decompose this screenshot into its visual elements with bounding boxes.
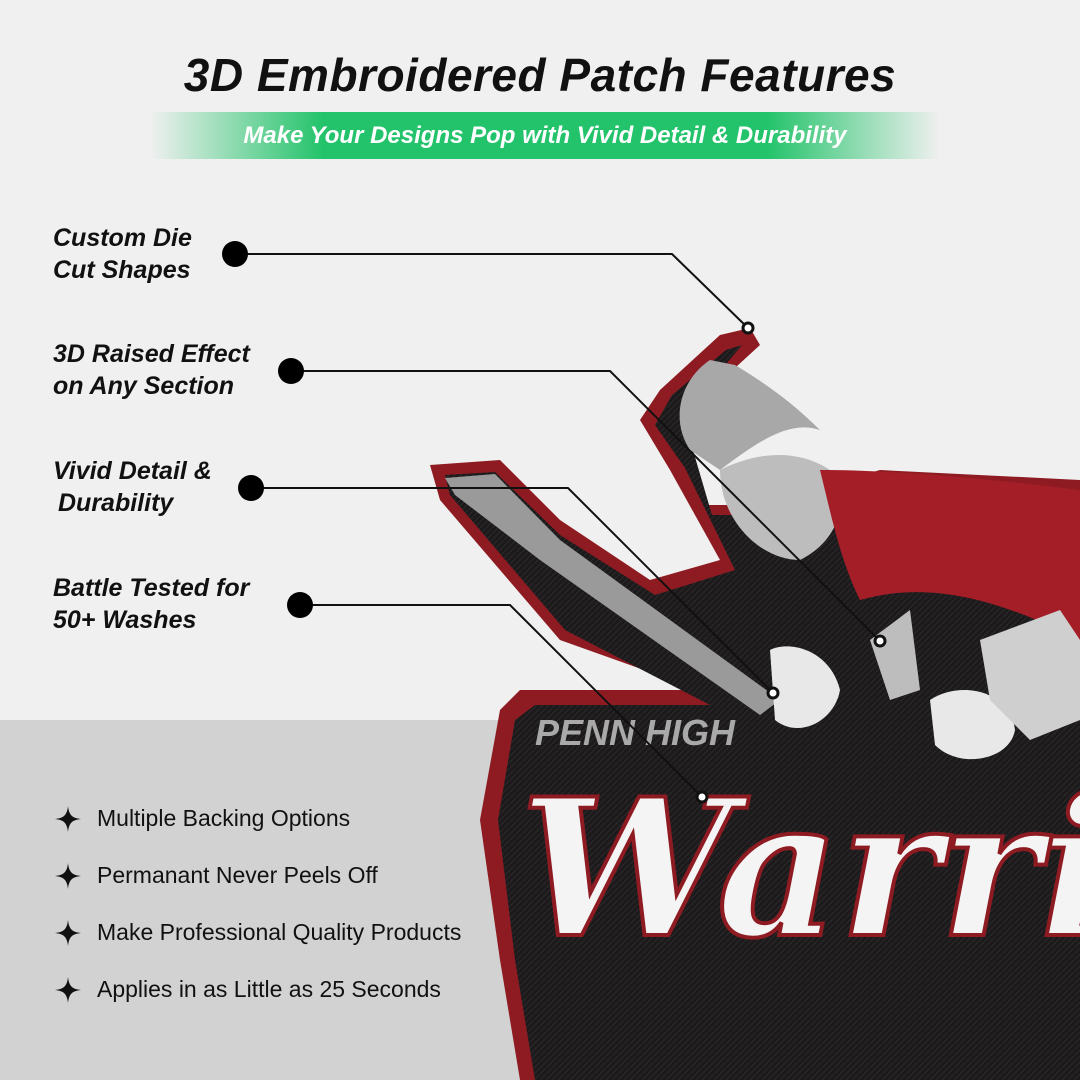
- feature-line: Cut Shapes: [53, 256, 191, 284]
- feature-line: on Any Section: [53, 372, 235, 400]
- list-item: Permanant Never Peels Off: [55, 847, 461, 904]
- list-item-text: Make Professional Quality Products: [97, 919, 462, 945]
- helmet-plume: [679, 360, 820, 470]
- subtitle-banner: [150, 112, 940, 159]
- benefit-list: Multiple Backing Options Permanant Never…: [55, 790, 461, 1018]
- page-subtitle: Make Your Designs Pop with Vivid Detail …: [243, 122, 847, 149]
- feature-dot-vivid-detail: [238, 475, 264, 501]
- shoulder-pad: [980, 610, 1080, 740]
- four-point-star-icon: [55, 862, 81, 889]
- feature-line: Durability: [58, 489, 174, 517]
- callout-line-raised: [291, 370, 881, 642]
- callout-end-die-cut: [741, 321, 755, 335]
- callout-line-detail: [251, 487, 774, 694]
- helmet: [720, 455, 840, 560]
- feature-vivid-detail: Vivid Detail & Durability: [53, 455, 212, 519]
- feature-line: Battle Tested for: [53, 574, 250, 602]
- feature-line: 3D Raised Effect: [53, 340, 250, 368]
- patch-top-text: PENN HIGH: [535, 712, 736, 753]
- list-item-text: Permanant Never Peels Off: [97, 862, 378, 888]
- feature-die-cut: Custom Die Cut Shapes: [53, 222, 192, 286]
- callout-line-die-cut: [235, 253, 749, 329]
- feature-line: 50+ Washes: [53, 606, 197, 634]
- four-point-star-icon: [55, 976, 81, 1003]
- list-item-text: Multiple Backing Options: [97, 805, 351, 831]
- feature-raised-effect: 3D Raised Effect on Any Section: [53, 338, 250, 402]
- four-point-star-icon: [55, 805, 81, 832]
- callout-end-raised: [873, 634, 887, 648]
- callout-end-detail: [766, 686, 780, 700]
- patch-main-text: Warriors: [520, 757, 1080, 980]
- page-title: 3D Embroidered Patch Features: [183, 49, 897, 101]
- arm-stripe: [870, 610, 920, 700]
- feature-line: Custom Die: [53, 224, 192, 252]
- list-item: Make Professional Quality Products: [55, 904, 461, 961]
- glove-left: [770, 646, 840, 729]
- list-item-text: Applies in as Little as 25 Seconds: [97, 976, 441, 1002]
- list-item: Multiple Backing Options: [55, 790, 461, 847]
- feature-dot-die-cut: [222, 241, 248, 267]
- feature-line: Vivid Detail &: [53, 457, 212, 485]
- hockey-stick: [445, 474, 780, 715]
- feature-dot-raised-effect: [278, 358, 304, 384]
- callout-end-washes: [695, 790, 709, 804]
- four-point-star-icon: [55, 919, 81, 946]
- feature-dot-washes: [287, 592, 313, 618]
- callout-line-washes: [300, 604, 703, 798]
- glove-right: [930, 690, 1015, 760]
- list-item: Applies in as Little as 25 Seconds: [55, 961, 461, 1018]
- feature-washes: Battle Tested for 50+ Washes: [53, 572, 249, 636]
- cape: [820, 470, 1080, 640]
